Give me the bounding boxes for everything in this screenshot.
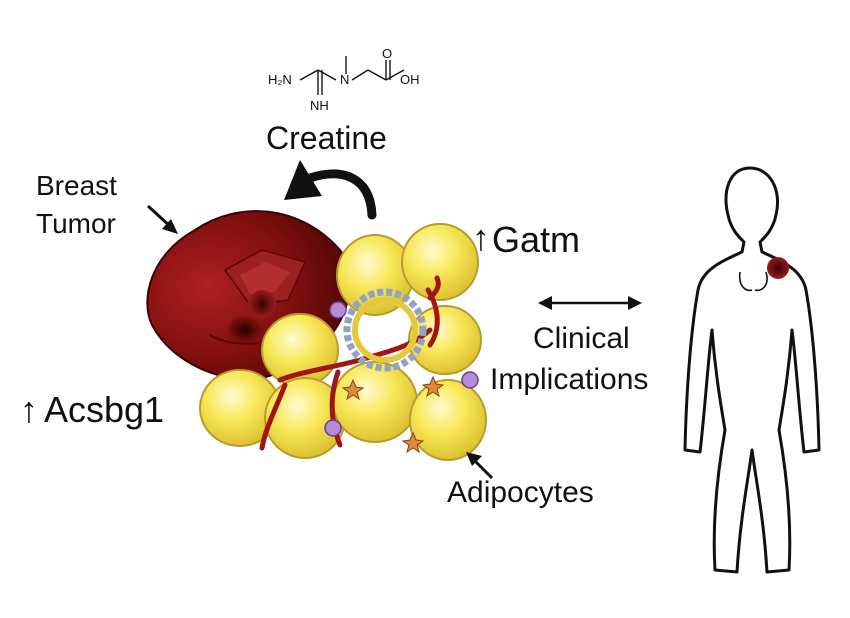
double-arrow bbox=[538, 296, 642, 310]
implications-label: Implications bbox=[490, 363, 649, 396]
stromal-cells bbox=[341, 375, 445, 454]
gatm-label: Gatm bbox=[492, 219, 581, 260]
clinical-label: Clinical bbox=[533, 322, 630, 355]
creatine-label: Creatine bbox=[266, 120, 387, 156]
adipocytes-pointer-arrow bbox=[466, 452, 494, 480]
adipocytes-label: Adipocytes bbox=[447, 476, 594, 509]
breast-tumor-marker bbox=[767, 257, 789, 279]
n-label: N bbox=[340, 72, 349, 87]
nh-label: NH bbox=[310, 98, 329, 113]
h2n-label: H₂N bbox=[268, 72, 292, 87]
breast-label: Breast bbox=[36, 170, 117, 201]
gatm-up-arrow-icon: ↑ bbox=[472, 217, 490, 258]
oh-label: OH bbox=[400, 72, 420, 87]
macrophages bbox=[324, 301, 479, 437]
human-body-outline bbox=[683, 166, 821, 574]
immune-cell-ring bbox=[343, 288, 427, 372]
tumor-label: Tumor bbox=[36, 208, 116, 239]
o-label: O bbox=[382, 46, 392, 61]
creatine-structure bbox=[299, 56, 405, 95]
acsbg1-label: Acsbg1 bbox=[44, 389, 165, 430]
acsbg1-up-arrow-icon: ↑ bbox=[20, 389, 38, 430]
tumor-pointer-arrow bbox=[146, 204, 178, 234]
creatine-curved-arrow bbox=[284, 160, 377, 220]
